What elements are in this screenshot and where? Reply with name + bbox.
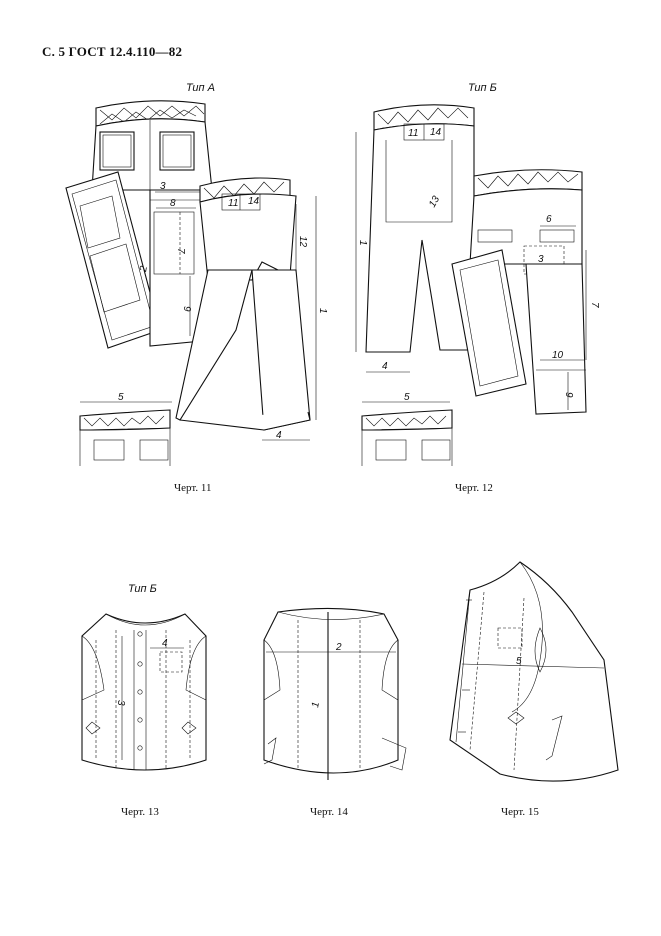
- fig11-dim-2: 2: [138, 265, 150, 274]
- fig11-dim-1: 1: [317, 308, 328, 314]
- fig11-dim-11: 11: [228, 198, 238, 209]
- caption-fig14: Черт. 14: [310, 806, 348, 818]
- type-label-fig12: Тип Б: [468, 82, 497, 94]
- fig11-dim-5: 5: [118, 392, 124, 403]
- fig14-dim-1: 1: [310, 701, 322, 708]
- fig13-dim-3: 3: [115, 700, 126, 706]
- caption-fig12: Черт. 12: [455, 482, 493, 494]
- type-label-fig13: Тип Б: [128, 583, 157, 595]
- fig12-dim-10: 10: [552, 350, 564, 361]
- caption-fig11: Черт. 11: [174, 482, 212, 494]
- fig12-dim-5: 5: [404, 392, 410, 403]
- fig12-dim-4: 4: [382, 361, 388, 372]
- figure-13-drawing: 4 3: [81, 613, 207, 771]
- fig11-dim-8: 8: [170, 198, 176, 209]
- fig11-dim-7: 7: [175, 248, 186, 254]
- fig12-dim-6: 6: [546, 214, 552, 225]
- fig11-dim-3: 3: [160, 181, 166, 192]
- fig14-dim-2: 2: [335, 642, 342, 653]
- fig11-dim-9: 9: [181, 306, 192, 312]
- type-label-fig11: Тип А: [186, 82, 215, 94]
- fig12-dim-14: 14: [430, 127, 442, 138]
- fig12-dim-9: 9: [563, 392, 574, 398]
- caption-fig15: Черт. 15: [501, 806, 539, 818]
- fig11-dim-14: 14: [248, 196, 260, 207]
- caption-fig13: Черт. 13: [121, 806, 159, 818]
- figure-12-drawing: 11 14 13 1 4 6 3 10 7 9 5: [355, 104, 600, 466]
- figure-15-drawing: 5: [449, 561, 619, 782]
- fig15-dim-5: 5: [516, 656, 522, 667]
- fig12-dim-7: 7: [589, 302, 600, 308]
- page-header: С. 5 ГОСТ 12.4.110—82: [42, 44, 183, 59]
- figure-11-drawing: 3 8 7 2 9 11 14 12 1 4 5: [65, 100, 328, 466]
- figure-14-drawing: 2 1: [263, 607, 407, 780]
- fig12-dim-11: 11: [408, 128, 418, 139]
- fig11-dim-4: 4: [276, 430, 282, 441]
- fig12-dim-3: 3: [538, 254, 544, 265]
- fig12-dim-13: 13: [427, 194, 442, 210]
- fig11-dim-12: 12: [297, 236, 308, 248]
- fig12-dim-1: 1: [357, 240, 368, 246]
- fig13-dim-4: 4: [162, 638, 168, 649]
